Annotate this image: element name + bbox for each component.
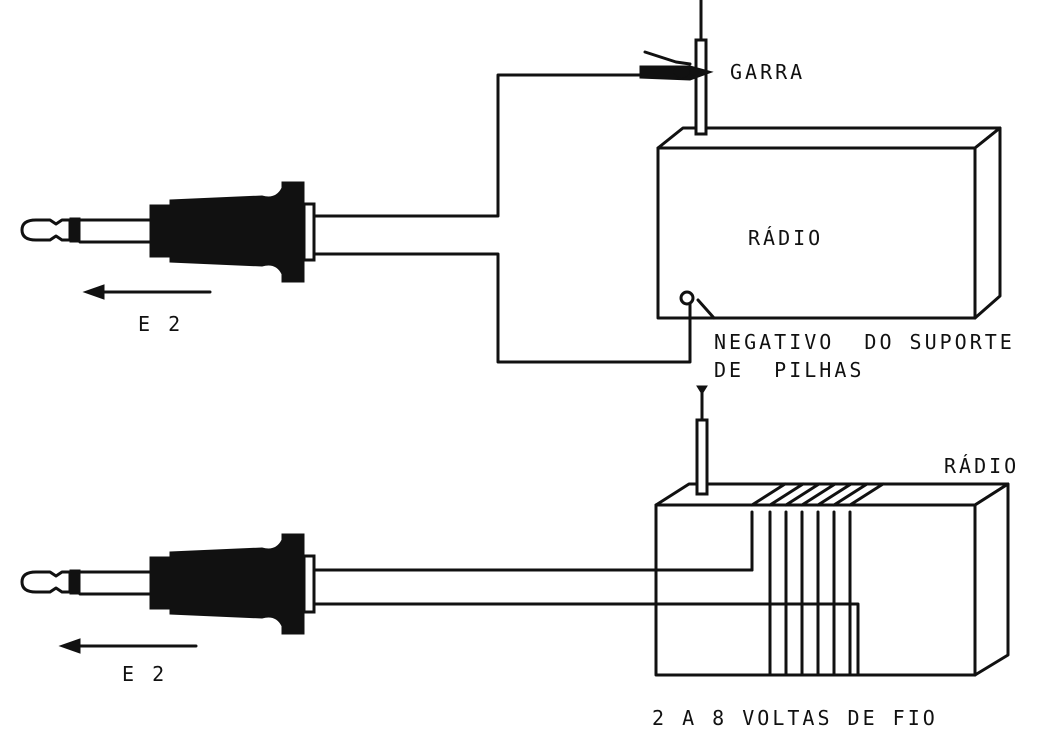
bottom-direction-label: E 2 <box>122 662 168 686</box>
bottom-jack-plug <box>20 533 316 635</box>
negative-label-line2: DE PILHAS <box>714 358 865 382</box>
alligator-clip <box>639 50 714 81</box>
top-jack-plug <box>20 181 316 283</box>
top-wires <box>310 73 716 364</box>
turns-label: 2 A 8 VOLTAS DE FIO <box>652 706 938 730</box>
top-direction-arrow <box>82 284 212 300</box>
bottom-radio-label: RÁDIO <box>944 454 1020 478</box>
top-direction-label: E 2 <box>138 312 184 336</box>
bottom-radio-box <box>654 482 1010 677</box>
top-radio-label: RÁDIO <box>748 226 824 250</box>
coil-windings <box>750 482 885 677</box>
top-radio-box <box>656 126 1002 320</box>
bottom-diagram <box>20 385 1010 677</box>
negative-label-line1: NEGATIVO DO SUPORTE <box>714 330 1015 354</box>
bottom-direction-arrow <box>58 638 198 654</box>
top-antenna <box>694 0 708 136</box>
top-diagram <box>20 0 1002 364</box>
bottom-antenna <box>695 385 709 496</box>
clip-label: GARRA <box>730 60 806 84</box>
bottom-wires <box>310 568 860 677</box>
